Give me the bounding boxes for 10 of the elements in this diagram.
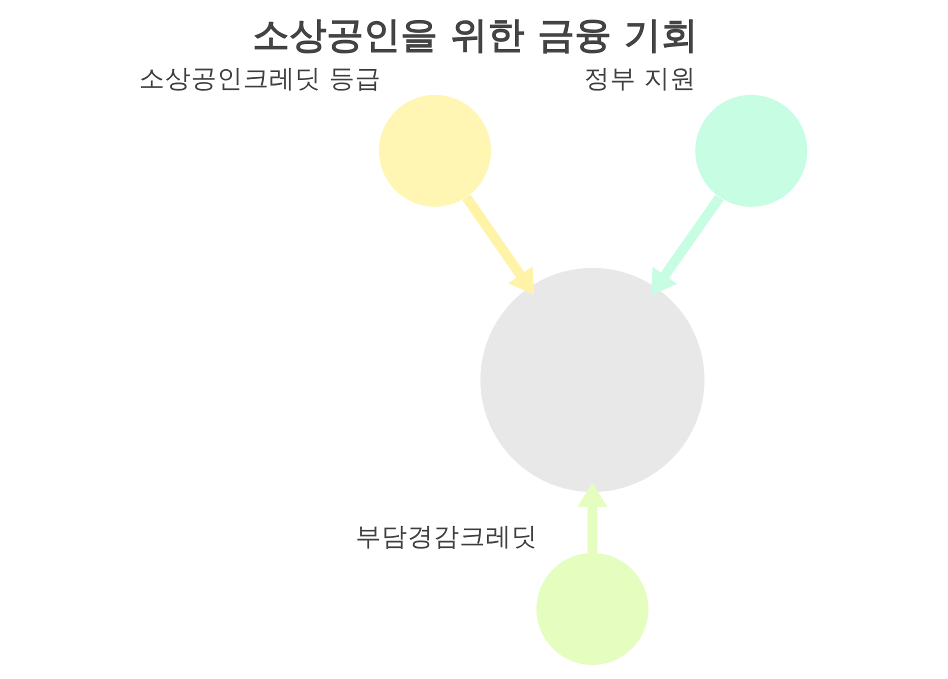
node-circle xyxy=(695,94,808,207)
node-label: 정부 지원 xyxy=(584,64,696,94)
node-circle xyxy=(378,94,492,207)
node-label: 소상공인크레딧 등급 xyxy=(138,64,381,94)
arrow xyxy=(462,194,534,295)
node-circle xyxy=(536,552,648,666)
arrow xyxy=(650,194,724,296)
arrow xyxy=(577,482,608,553)
node-label: 부담경감크레딧 xyxy=(355,522,538,552)
diagram-title: 소상공인을 위한 금융 기회 xyxy=(252,14,698,57)
